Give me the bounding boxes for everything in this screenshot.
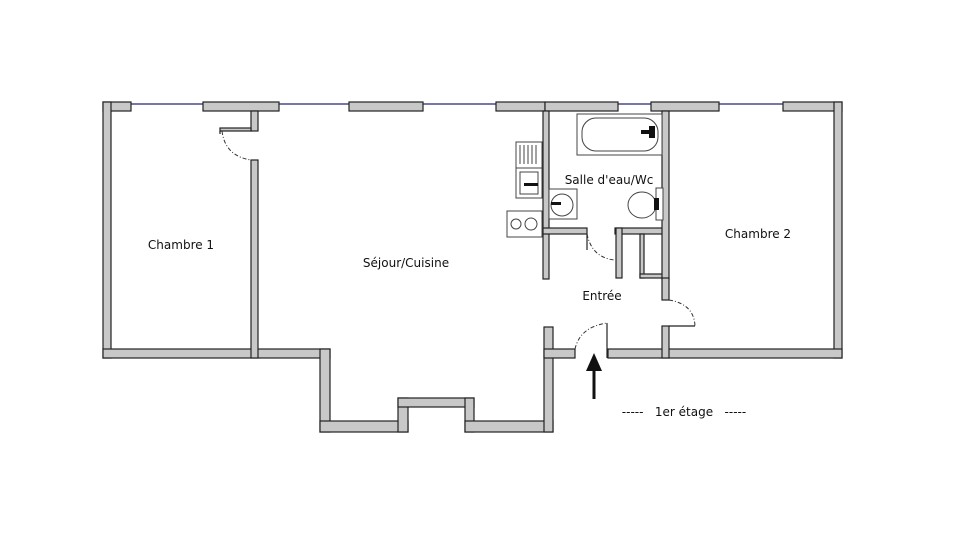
bathroom-fixtures bbox=[548, 113, 664, 221]
kitchen-fixtures bbox=[506, 141, 543, 238]
drainer-lines bbox=[519, 145, 537, 164]
floor-level-label: ----- 1er étage ----- bbox=[622, 405, 746, 419]
room-label-chambre-1: Chambre 1 bbox=[148, 238, 214, 252]
arrow-up-icon bbox=[586, 353, 602, 399]
room-label-entree: Entrée bbox=[582, 289, 621, 303]
room-label-chambre-2: Chambre 2 bbox=[725, 227, 791, 241]
room-label-salle-d-eau: Salle d'eau/Wc bbox=[565, 173, 654, 187]
exterior-walls bbox=[102, 101, 843, 433]
doors bbox=[219, 130, 696, 358]
interior-walls bbox=[219, 110, 670, 359]
room-label-sejour-cuisine: Séjour/Cuisine bbox=[363, 256, 449, 270]
toilet bbox=[627, 187, 664, 221]
